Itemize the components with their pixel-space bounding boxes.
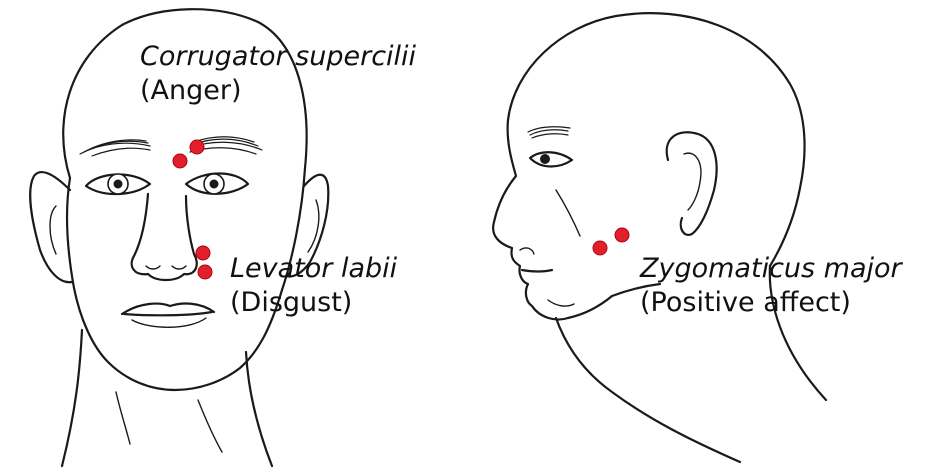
front-nostril-right xyxy=(172,266,186,269)
zygomaticus-electrode-2 xyxy=(593,241,607,255)
levator-muscle-name: Levator labii xyxy=(230,252,397,286)
side-cheek-line xyxy=(556,190,580,236)
front-nostril-left xyxy=(146,266,160,269)
corrugator-electrode-2 xyxy=(173,154,187,168)
side-nostril xyxy=(520,248,534,254)
levator-electrode-1 xyxy=(196,246,210,260)
corrugator-label: Corrugator supercilii (Anger) xyxy=(140,40,416,108)
zygomaticus-muscle-name: Zygomaticus major xyxy=(640,252,902,286)
side-eye xyxy=(530,152,572,166)
side-ear-inner xyxy=(684,153,701,210)
front-left-ear xyxy=(30,172,72,282)
side-head-outline xyxy=(508,13,805,266)
zygomaticus-label: Zygomaticus major (Positive affect) xyxy=(640,252,902,320)
levator-label: Levator labii (Disgust) xyxy=(230,252,397,320)
front-nose xyxy=(132,194,197,280)
side-eyebrow xyxy=(528,127,570,138)
front-neck-muscle-left xyxy=(116,392,130,444)
corrugator-muscle-name: Corrugator supercilii xyxy=(140,40,416,74)
front-left-eye xyxy=(86,174,150,194)
zygomaticus-electrode-1 xyxy=(615,228,629,242)
side-throat xyxy=(556,318,740,462)
side-mouth xyxy=(522,270,552,272)
side-chin-line xyxy=(548,300,574,306)
front-mouth-upper xyxy=(122,304,214,314)
front-mouth-lower xyxy=(132,318,206,327)
front-neck-muscle-right xyxy=(198,400,222,452)
front-neck-left xyxy=(62,330,82,466)
levator-emotion: (Disgust) xyxy=(230,286,397,320)
levator-electrode-2 xyxy=(198,265,212,279)
front-left-ear-inner xyxy=(50,206,56,254)
front-mouth-line xyxy=(124,312,212,315)
front-left-eyebrow xyxy=(80,140,150,156)
side-face-profile xyxy=(493,120,612,320)
front-neck-right xyxy=(246,352,272,466)
side-ear xyxy=(667,132,717,235)
corrugator-electrode-1 xyxy=(190,140,204,154)
front-right-eye xyxy=(186,174,248,195)
side-face-drawing xyxy=(493,13,826,462)
corrugator-emotion: (Anger) xyxy=(140,74,416,108)
zygomaticus-emotion: (Positive affect) xyxy=(640,286,902,320)
